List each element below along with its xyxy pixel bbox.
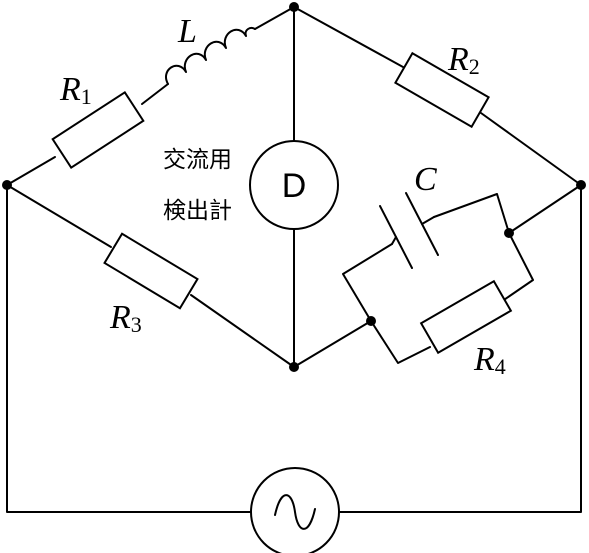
node-right bbox=[576, 180, 586, 190]
wires bbox=[6, 6, 582, 513]
detector-icon bbox=[249, 140, 339, 230]
resistor-r2 bbox=[394, 51, 490, 129]
wire-outer-right bbox=[338, 184, 582, 513]
capacitor-lead-a bbox=[391, 236, 397, 245]
resistor-r4 bbox=[419, 279, 513, 355]
detector: D bbox=[249, 140, 339, 230]
label-capacitor: C bbox=[414, 161, 437, 198]
ac-source-sine-wave bbox=[274, 494, 316, 530]
resistor-r3 bbox=[103, 232, 199, 310]
node-parallel-right bbox=[504, 228, 514, 238]
detector-symbol: D bbox=[282, 167, 307, 205]
label-r1: R1 bbox=[59, 71, 92, 109]
wire-r1-to-inductor bbox=[141, 83, 169, 105]
inductor-coil bbox=[165, 26, 256, 85]
label-r4: R4 bbox=[473, 341, 506, 379]
label-r2: R2 bbox=[447, 41, 480, 79]
detector-caption-line2: 検出計 bbox=[163, 198, 232, 224]
node-left bbox=[2, 180, 12, 190]
wire-parallel-res-branch-b bbox=[497, 232, 534, 305]
label-r4-main: R bbox=[473, 341, 495, 378]
label-r3-sub: 3 bbox=[131, 312, 142, 337]
label-inductor: L bbox=[177, 13, 197, 50]
label-r3-main: R bbox=[109, 299, 131, 336]
wire-r3-to-bottom bbox=[190, 294, 295, 368]
wire-left-to-r3 bbox=[6, 184, 112, 248]
wire-inductor-to-top bbox=[254, 6, 295, 30]
wire-parallel-to-right bbox=[508, 184, 582, 234]
label-r4-sub: 4 bbox=[495, 354, 506, 379]
wire-bottom-to-parallel bbox=[293, 320, 372, 368]
resistor-r1 bbox=[51, 90, 145, 170]
label-r2-sub: 2 bbox=[469, 54, 480, 79]
wire-parallel-res-branch-a bbox=[370, 320, 431, 364]
label-r1-main: R bbox=[59, 71, 81, 108]
inductor-coil-path bbox=[165, 26, 256, 85]
wire-top-to-r2 bbox=[293, 6, 404, 68]
label-r2-main: R bbox=[447, 41, 469, 78]
node-top bbox=[289, 2, 299, 12]
wire-r2-to-right bbox=[480, 112, 582, 186]
wire-outer-left bbox=[6, 184, 252, 513]
wire-parallel-cap-branch-b bbox=[433, 193, 510, 234]
wire-parallel-cap-branch-a bbox=[342, 243, 393, 322]
detector-caption-line1: 交流用 bbox=[163, 147, 232, 173]
node-parallel-left bbox=[366, 316, 376, 326]
junctions bbox=[2, 2, 586, 372]
ac-source bbox=[250, 467, 340, 553]
node-bottom bbox=[289, 362, 299, 372]
wire-left-to-r1 bbox=[6, 156, 56, 186]
capacitor-lead-b bbox=[421, 216, 435, 225]
capacitor bbox=[379, 192, 439, 269]
label-r3: R3 bbox=[109, 299, 142, 337]
label-r1-sub: 1 bbox=[81, 84, 92, 109]
